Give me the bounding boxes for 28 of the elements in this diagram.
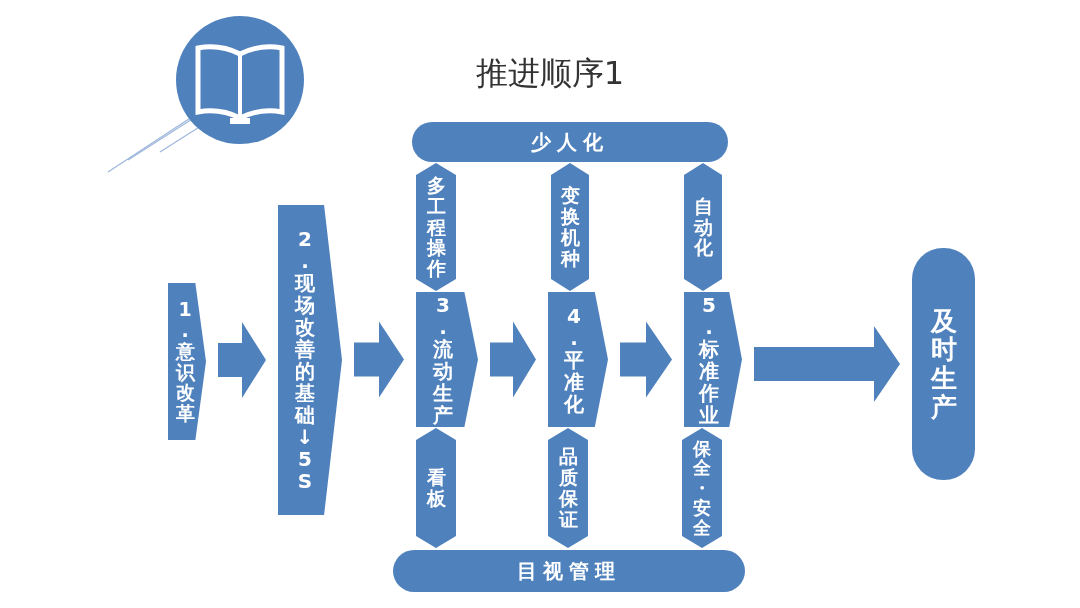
sub-item-box [416,428,456,548]
vertical-label: 及时生产 [930,306,957,422]
vertical-label: 看板 [426,467,446,509]
vertical-label: 多工程操作 [426,174,446,280]
vertical-label: 2.现场改善的基础↓5S [295,228,315,492]
block-arrow [218,322,266,398]
block-arrow [620,321,672,398]
vertical-label: 保全・安全 [693,438,711,538]
sub-item-box [682,428,722,548]
vertical-label: 3.流动生产 [433,293,453,426]
block-arrow [754,326,900,402]
sub-item-box [416,163,456,291]
category-bar [393,550,745,592]
vertical-label: 自动化 [693,195,713,259]
vertical-label: 5.标准作业 [699,293,719,426]
sub-item-box [548,428,588,548]
bar-label: 目视管理 [517,557,621,585]
block-arrow [354,321,404,398]
sub-item-box [551,163,589,291]
vertical-label: 品质保证 [558,446,578,530]
bar-label: 少人化 [531,128,609,156]
category-bar [412,122,728,162]
vertical-label: 变换机种 [560,185,580,269]
title: 推进顺序1 [474,53,626,94]
block-arrow [490,321,536,398]
vertical-label: 1.意识改革 [175,298,195,425]
vertical-label: 4.平准化 [564,304,584,415]
sub-item-box [684,163,722,291]
